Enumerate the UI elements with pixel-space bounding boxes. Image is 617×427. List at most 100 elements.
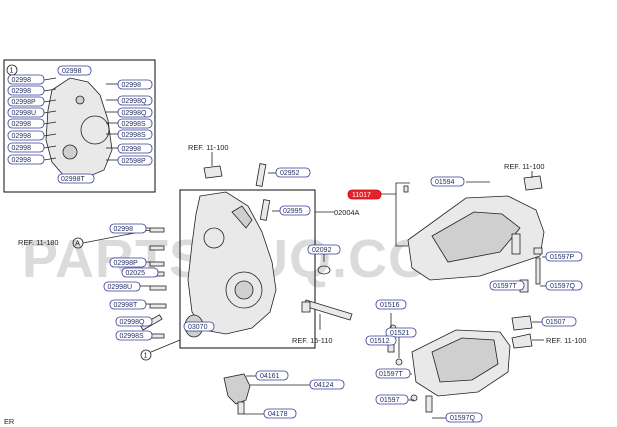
svg-text:02998S: 02998S [122, 132, 146, 139]
inset-right-label-6[interactable]: 02598P [106, 155, 153, 166]
strainer-bracket [303, 299, 353, 321]
inset-callout-number: 1 [10, 66, 14, 75]
svg-text:01597Q: 01597Q [550, 283, 575, 290]
part-label-02995[interactable]: 02995 [272, 205, 311, 216]
inset-right-label-0[interactable]: 02998 [106, 79, 153, 90]
part-label-01507[interactable]: 01507 [532, 316, 577, 327]
svg-text:02998Q: 02998Q [122, 110, 147, 117]
svg-text:04124: 04124 [314, 382, 334, 389]
part-label-02004A[interactable]: 02004A [315, 208, 360, 217]
svg-text:01516: 01516 [380, 302, 400, 309]
part-label-04161[interactable]: 04161 [246, 370, 289, 381]
highlighted-part-label[interactable]: 11017 [347, 189, 382, 200]
svg-text:01594: 01594 [435, 179, 455, 186]
inset-top-label[interactable]: 02998 [57, 65, 92, 76]
svg-text:02004A: 02004A [334, 208, 360, 217]
left-part-label-5[interactable]: 02998Q [115, 316, 153, 327]
svg-text:02998P: 02998P [114, 260, 138, 267]
svg-text:02995: 02995 [283, 208, 303, 215]
ref-11-180-left[interactable]: REF. 11-180 [18, 238, 59, 247]
callout-1-circle [140, 349, 152, 361]
svg-text:01597T: 01597T [379, 371, 403, 378]
inset-right-label-1[interactable]: 02998Q [106, 95, 153, 106]
left-part-label-4[interactable]: 02998T [109, 299, 150, 310]
part-label-01516[interactable]: 01516 [375, 299, 407, 340]
svg-text:01512: 01512 [370, 338, 390, 345]
svg-text:02998: 02998 [12, 145, 32, 152]
left-part-label-0[interactable]: 02998 [109, 223, 150, 234]
strainer-bolt [301, 301, 311, 313]
part-label-03070[interactable]: 03070 [183, 321, 215, 332]
svg-text:01521: 01521 [390, 330, 410, 337]
part-label-02952[interactable]: 02952 [268, 167, 311, 178]
gasket-sheet-top-right [523, 175, 543, 191]
gasket-sheet-top-mid [203, 165, 223, 179]
inset-left-label-5[interactable]: 02998 [7, 130, 57, 141]
upper-pan-inner [431, 211, 521, 263]
svg-text:11017: 11017 [352, 192, 371, 199]
gasket-01521 [395, 358, 403, 366]
inset-right-label-2[interactable]: 02998Q [106, 107, 153, 118]
svg-text:02998T: 02998T [61, 176, 85, 183]
inset-left-label-3[interactable]: 02998U [7, 107, 57, 118]
crank-seal [234, 280, 254, 300]
ref-11-100-top-right[interactable]: REF. 11-100 [504, 162, 545, 171]
svg-text:02998U: 02998U [12, 110, 37, 117]
inset-boss [75, 95, 85, 105]
inset-left-label-4[interactable]: 02998 [7, 118, 57, 129]
inset-right-label-3[interactable]: 02998S [106, 118, 153, 129]
svg-text:02998: 02998 [12, 77, 32, 84]
svg-text:02998S: 02998S [122, 121, 146, 128]
svg-text:02998: 02998 [12, 133, 32, 140]
part-label-01597T[interactable]: 01597T [375, 368, 412, 379]
part-label-01597Q[interactable]: 01597Q [540, 280, 583, 291]
svg-text:01507: 01507 [546, 319, 566, 326]
part-label-01512[interactable]: 01512 [365, 335, 397, 346]
inset-left-label-6[interactable]: 02998 [7, 142, 57, 153]
part-label-01597P[interactable]: 01597P [542, 251, 583, 262]
case-rib [231, 205, 253, 229]
ref-11-100-top-mid[interactable]: REF. 11-100 [188, 143, 229, 152]
inset-left-label-7[interactable]: 02998 [7, 154, 57, 165]
ref-16-110-bottom-mid[interactable]: REF. 16-110 [292, 336, 333, 345]
stud-02995 [259, 199, 271, 221]
svg-text:01597: 01597 [380, 397, 400, 404]
inset-left-label-2[interactable]: 02998P [7, 96, 57, 107]
svg-text:03070: 03070 [188, 324, 208, 331]
svg-text:02025: 02025 [126, 270, 146, 277]
svg-text:04161: 04161 [260, 373, 280, 380]
inset-pulley-bore [80, 115, 110, 145]
inset-left-label-0[interactable]: 02998 [7, 74, 57, 85]
svg-text:02998: 02998 [12, 88, 32, 95]
left-part-label-6[interactable]: 02998S [115, 330, 153, 341]
left-part-label-3[interactable]: 02998U [103, 281, 150, 292]
part-label-01521[interactable]: 01521 [385, 327, 417, 358]
inset-right-label-5[interactable]: 02998 [106, 143, 153, 154]
svg-text:01597T: 01597T [493, 283, 517, 290]
inset-right-label-4[interactable]: 02998S [106, 129, 153, 140]
svg-text:02998P: 02998P [12, 99, 36, 106]
part-label-04124[interactable]: 04124 [250, 379, 345, 390]
part-label-01597T-upper[interactable]: 01597T [489, 280, 525, 291]
callout-a-letter: A [75, 239, 80, 248]
svg-text:02998: 02998 [12, 121, 32, 128]
part-label-04178[interactable]: 04178 [244, 408, 297, 419]
inset-bottom-label[interactable]: 02998T [57, 173, 95, 184]
part-label-01597[interactable]: 01597 [375, 394, 414, 405]
lower-pan-inner [431, 337, 499, 383]
part-label-01597Q-bottom[interactable]: 01597Q [432, 412, 483, 423]
svg-text:02998: 02998 [114, 226, 134, 233]
left-part-label-2[interactable]: 02025 [121, 267, 159, 278]
part-label-01594[interactable]: 01594 [430, 176, 490, 187]
svg-text:02998T: 02998T [114, 302, 138, 309]
part-label-02092[interactable]: 02092 [307, 244, 341, 262]
svg-text:01597Q: 01597Q [450, 415, 475, 422]
ref-11-100-bottom-right[interactable]: REF. 11-100 [546, 336, 587, 345]
upper-pan-plug [511, 233, 521, 255]
bolt-01597P [533, 247, 543, 255]
left-part-label-1[interactable]: 02998P [109, 257, 150, 268]
inset-panel: 1 02998 02998 02998 02998P 02998U 02998 02998… [3, 59, 156, 193]
inset-left-label-1[interactable]: 02998 [7, 85, 57, 96]
